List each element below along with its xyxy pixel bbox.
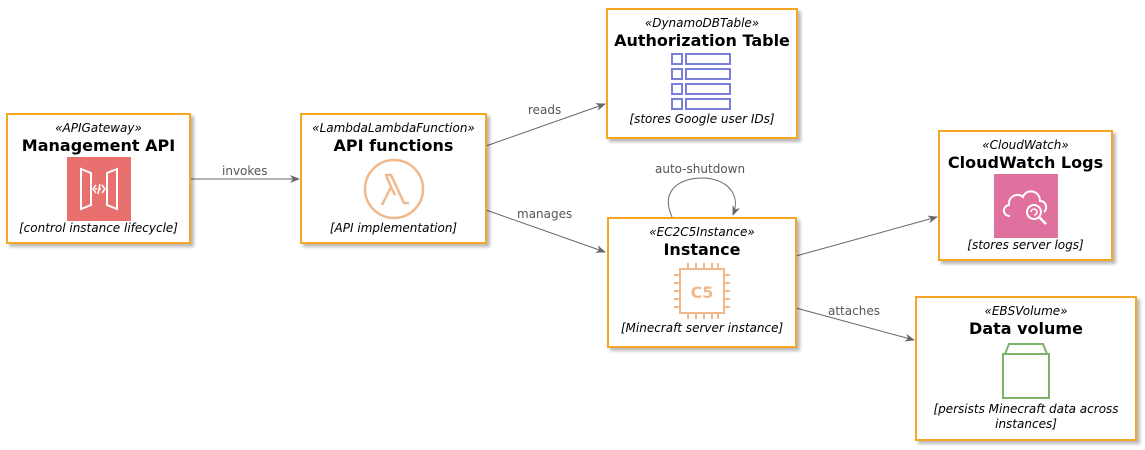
edge-attaches	[795, 307, 915, 342]
node-stereotype: «EC2C5Instance»	[649, 225, 755, 239]
node-title: Data volume	[969, 319, 1083, 338]
node-description: [stores server logs]	[967, 238, 1084, 252]
chip-label: C5	[691, 283, 714, 302]
edge-label-manages: manages	[517, 207, 573, 221]
node-management-api[interactable]: «APIGateway» Management API [control ins…	[6, 113, 191, 244]
node-api-functions[interactable]: «LambdaLambdaFunction» API functions [AP…	[300, 113, 487, 244]
node-description-line-1: [persists Minecraft data across	[933, 402, 1119, 416]
node-authorization-table[interactable]: «DynamoDBTable» Authorization Table [sto…	[606, 8, 798, 139]
node-instance[interactable]: «EC2C5Instance» Instance C5 [Minecraft s…	[607, 217, 797, 348]
node-title: Authorization Table	[614, 31, 790, 50]
node-stereotype: «CloudWatch»	[982, 138, 1069, 152]
edge-reads	[485, 103, 606, 147]
node-stereotype: «EBSVolume»	[984, 304, 1068, 318]
node-title: Instance	[663, 240, 741, 259]
node-description: [Minecraft server instance]	[620, 321, 784, 335]
edge-label-invokes: invokes	[222, 164, 268, 178]
node-stereotype: «APIGateway»	[55, 121, 142, 135]
dynamodb-table-icon	[671, 53, 731, 110]
node-stereotype: «LambdaLambdaFunction»	[312, 121, 475, 135]
node-title: CloudWatch Logs	[947, 153, 1104, 172]
lambda-icon	[363, 158, 424, 220]
edge-label-attaches: attaches	[828, 304, 880, 318]
node-description: [control instance lifecycle]	[19, 221, 178, 235]
edge-label-reads: reads	[528, 103, 562, 117]
node-stereotype: «DynamoDBTable»	[644, 16, 760, 30]
cloudwatch-icon	[993, 174, 1058, 238]
node-title: Management API	[21, 136, 176, 155]
node-cloudwatch-logs[interactable]: «CloudWatch» CloudWatch Logs [stores ser…	[938, 130, 1113, 261]
edge-label-auto-shutdown: auto-shutdown	[655, 162, 746, 176]
api-gateway-icon	[66, 157, 131, 221]
edge-auto-shutdown	[667, 177, 740, 218]
ebs-volume-icon	[1002, 343, 1050, 399]
edge-manages	[485, 209, 606, 253]
node-data-volume[interactable]: «EBSVolume» Data volume [persists Minecr…	[915, 296, 1137, 441]
node-description: [stores Google user IDs]	[629, 112, 775, 126]
node-description: [API implementation]	[329, 221, 458, 235]
ec2-c5-chip-icon: C5	[674, 263, 730, 319]
node-description-line-2: instances]	[995, 417, 1057, 431]
edge-logs	[795, 215, 938, 257]
node-title: API functions	[333, 136, 454, 155]
